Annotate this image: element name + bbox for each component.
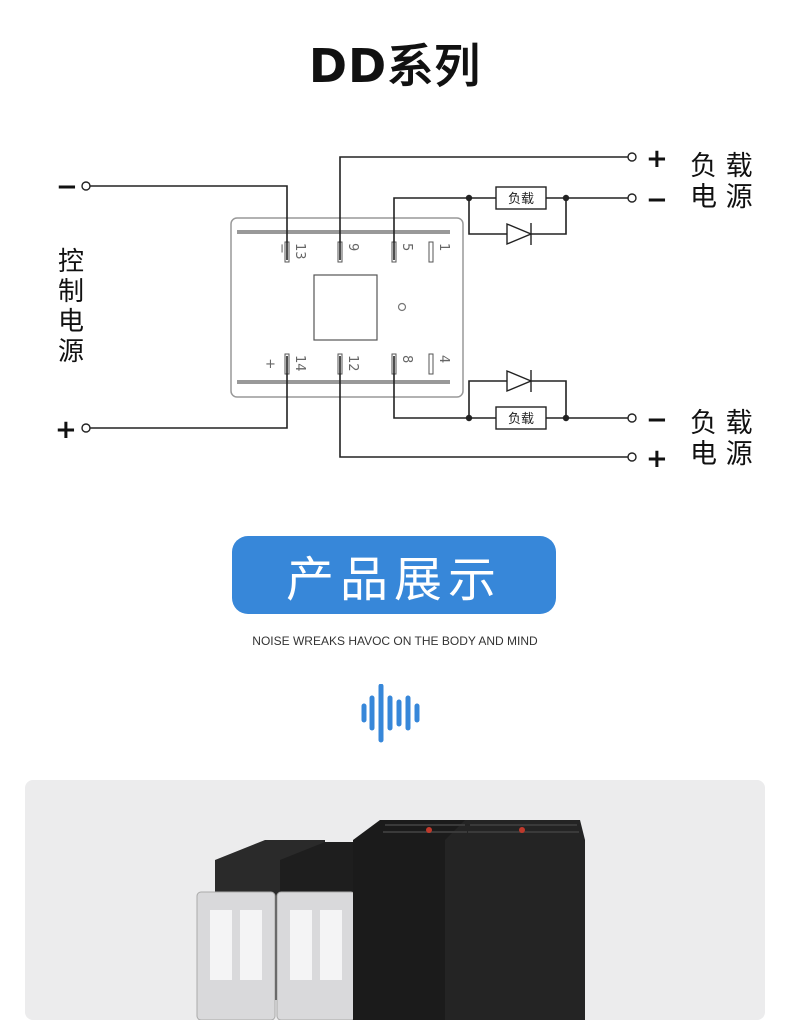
pin-label-13: 13	[292, 243, 307, 260]
pin-label-4: 4	[436, 355, 451, 363]
terminal-block-right	[276, 891, 356, 1020]
load-supply-label-bottom-1: 负 载	[690, 408, 753, 439]
pin-label-14: 14	[292, 355, 307, 372]
module-window	[313, 274, 378, 341]
terminal-block-left	[196, 891, 276, 1020]
load-label-top: 负载	[508, 192, 534, 207]
pin-slot-1	[428, 241, 434, 263]
wire-pin9	[339, 156, 628, 260]
control-pos-symbol: +	[55, 415, 77, 445]
junction-dot	[562, 414, 570, 422]
terminal-load-bottom-pos	[627, 452, 637, 462]
module-dot	[397, 302, 407, 312]
pin-label-12: 12	[345, 355, 360, 372]
pin-slot-4	[428, 353, 434, 375]
terminal-load-top-neg	[627, 193, 637, 203]
load-label-bottom: 负载	[508, 412, 534, 427]
pin-label-8: 8	[399, 355, 414, 363]
load-supply-label-top-2: 电 源	[690, 182, 753, 213]
wire-control-neg	[90, 185, 288, 260]
product-showcase-button[interactable]: 产品展示	[232, 536, 556, 614]
product-photo	[25, 780, 765, 1020]
wire-control-pos	[90, 356, 288, 429]
pin-label-5: 5	[399, 243, 414, 251]
wire-pin5	[393, 197, 496, 260]
wire-pin8	[393, 356, 496, 419]
terminal-load-top-pos	[627, 152, 637, 162]
junction-dot	[562, 194, 570, 202]
junction-dot	[465, 194, 473, 202]
sound-wave-icon	[361, 684, 420, 743]
control-label-char: 电	[58, 307, 84, 337]
control-label-char: 源	[58, 337, 84, 367]
load-bottom-pos-symbol: +	[646, 444, 668, 474]
terminal-load-bottom-neg	[627, 413, 637, 423]
load-supply-label-bottom-2: 电 源	[690, 439, 753, 470]
control-label-char: 制	[58, 277, 84, 307]
pin-polarity-pos: +	[265, 357, 276, 372]
load-supply-label-top-1: 负 载	[690, 151, 753, 182]
load-box-bottom	[495, 406, 547, 430]
load-top-neg-symbol: −	[646, 185, 668, 215]
pin-label-9: 9	[345, 243, 360, 251]
junction-dot	[465, 414, 473, 422]
diode-icon	[506, 222, 533, 246]
terminal-control-pos	[81, 423, 91, 433]
load-top-pos-symbol: +	[646, 144, 668, 174]
load-box-top	[495, 186, 547, 210]
wire-pin12	[339, 356, 628, 458]
control-label-char: 控	[58, 247, 84, 277]
relay-body-left	[353, 820, 475, 1020]
load-bottom-neg-symbol: −	[646, 405, 668, 435]
wiring-diagram: 13 9 5 1 14 12 8 4 − +	[55, 144, 753, 474]
page-title: DD系列	[308, 39, 482, 93]
terminal-control-neg	[81, 181, 91, 191]
diode-icon	[506, 369, 533, 393]
control-neg-symbol: −	[56, 172, 78, 202]
pin-polarity-neg: −	[274, 243, 289, 254]
pin-label-1: 1	[436, 243, 451, 251]
tagline: NOISE WREAKS HAVOC ON THE BODY AND MIND	[252, 634, 538, 648]
relay-body-right	[445, 820, 585, 1020]
